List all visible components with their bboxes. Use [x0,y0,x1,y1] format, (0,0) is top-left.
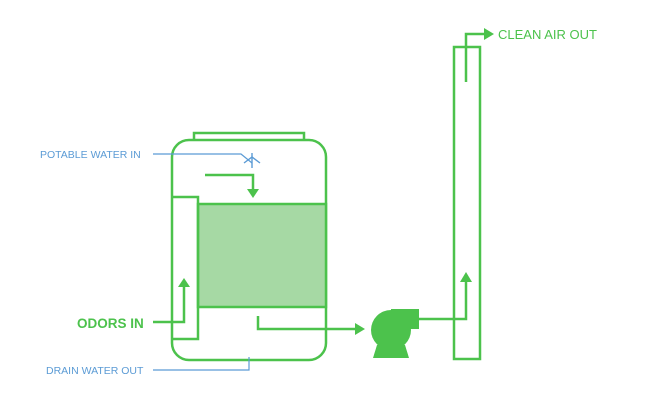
drain-water-out-label: DRAIN WATER OUT [46,365,144,377]
vessel-lid [192,131,306,140]
clean-air-out-label: CLEAN AIR OUT [498,27,597,42]
stack-upflow-arrow-icon [460,272,472,282]
clean-air-out-arrow-icon [464,28,494,82]
water-spray-nozzle-icon [243,153,261,168]
drain-water-out-leader [153,357,250,371]
inlet-duct [172,195,200,341]
odors-in-label: ODORS IN [77,316,144,331]
odors-in-arrow-icon [153,278,190,324]
scrubber-vessel [170,131,328,362]
downflow-arrow-icon [205,173,259,198]
packing-media-bed [196,202,328,309]
fan-to-stack-duct [419,280,468,321]
potable-water-in-label: POTABLE WATER IN [40,149,141,161]
potable-water-in-leader [153,153,253,164]
outlet-to-fan-arrow-icon [256,316,365,335]
exhaust-fan-icon [371,309,419,358]
